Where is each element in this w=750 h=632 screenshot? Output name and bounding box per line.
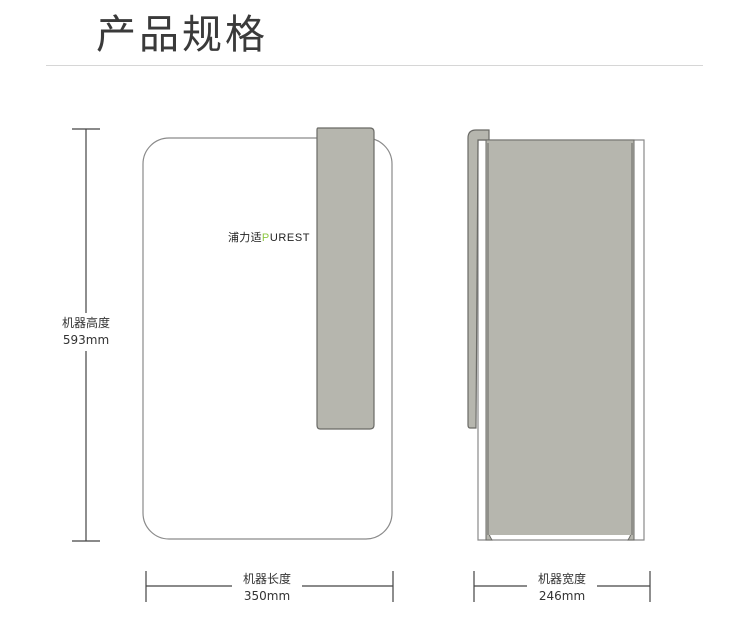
length-label-name: 机器长度 bbox=[242, 572, 291, 586]
length-label-value: 350mm bbox=[243, 589, 291, 603]
width-label: 机器宽度 246mm bbox=[527, 571, 597, 605]
length-label: 机器长度 350mm bbox=[232, 571, 302, 605]
title-divider bbox=[46, 65, 703, 66]
front-view-side-panel bbox=[316, 127, 375, 430]
width-label-name: 机器宽度 bbox=[537, 572, 586, 586]
brand-logo-en: UREST bbox=[269, 232, 311, 244]
side-view-panel-face bbox=[488, 143, 632, 535]
page-title: 产品规格 bbox=[96, 12, 268, 58]
brand-logo-initial: P bbox=[261, 232, 270, 244]
height-label-name: 机器高度 bbox=[61, 316, 110, 330]
brand-logo: 浦力适PUREST bbox=[228, 229, 310, 245]
height-label: 机器高度 593mm bbox=[54, 313, 118, 351]
height-label-value: 593mm bbox=[62, 333, 110, 347]
width-label-value: 246mm bbox=[538, 589, 586, 603]
brand-logo-cn: 浦力适 bbox=[228, 231, 262, 244]
side-view-bracket bbox=[467, 129, 490, 429]
